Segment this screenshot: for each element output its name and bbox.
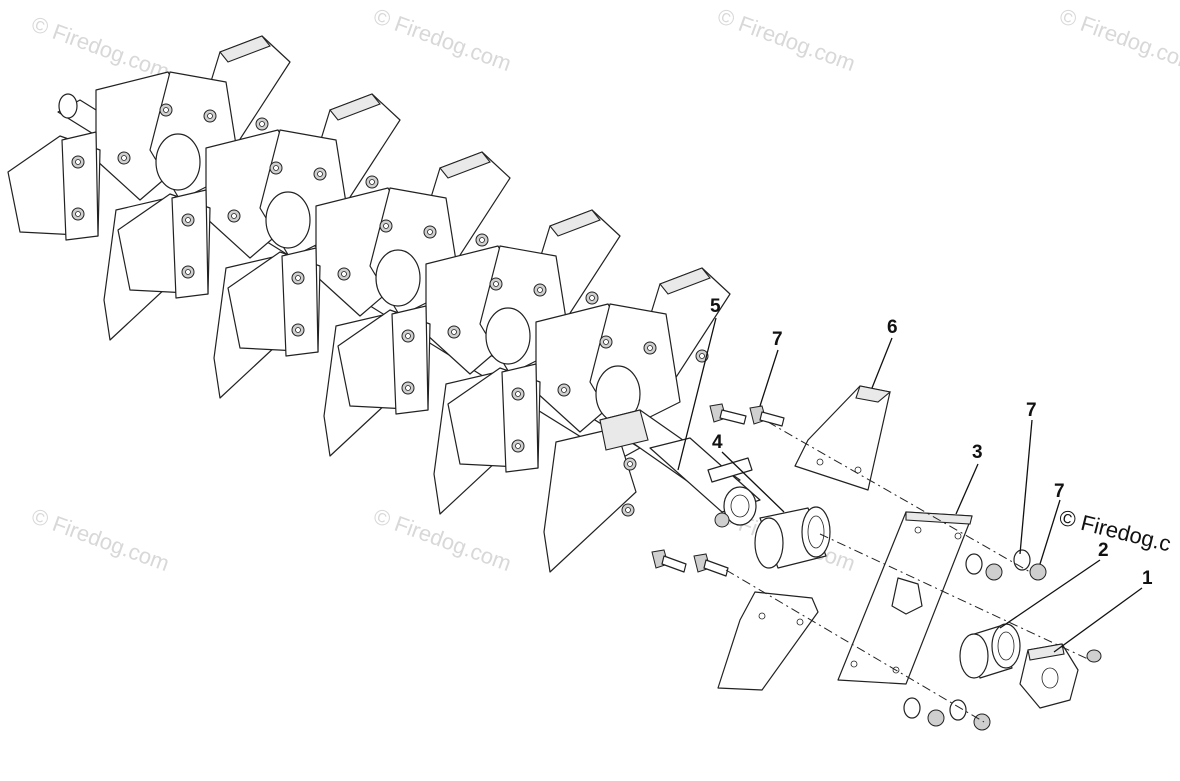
tine-assembly <box>447 267 731 573</box>
washer <box>949 699 967 721</box>
callout-2: 2 <box>1098 540 1109 561</box>
part-4-bushing <box>754 506 831 569</box>
part-1-end-nut <box>1019 643 1102 709</box>
nut <box>927 709 945 727</box>
tine-assemblies <box>7 35 731 573</box>
watermark: © Firedog.com <box>370 3 514 76</box>
part-7-bolts <box>651 403 785 577</box>
callout-7: 7 <box>1026 400 1037 421</box>
part-2-collar <box>959 623 1021 679</box>
callouts: 5 7 6 4 3 7 7 2 1 <box>710 296 1153 589</box>
bolt <box>749 405 785 427</box>
bolt <box>709 403 747 425</box>
callout-3: 3 <box>972 442 983 463</box>
lower-tine-blade <box>717 591 819 691</box>
assembly-lines <box>725 421 1091 723</box>
nut <box>973 713 991 731</box>
part-6-tine-blade <box>794 385 892 491</box>
watermark: © Firedog.com <box>28 11 172 84</box>
washer <box>903 697 921 719</box>
nut <box>985 563 1003 581</box>
watermark: © Firedog.com <box>28 503 172 576</box>
callout-6: 6 <box>887 317 898 338</box>
part-3-mounting-plate <box>837 511 973 685</box>
callout-1: 1 <box>1142 568 1153 589</box>
nut <box>1029 563 1047 581</box>
washers-nuts <box>903 549 1047 731</box>
watermark: © Firedog.com <box>714 3 858 76</box>
callout-7: 7 <box>772 329 783 350</box>
watermark: © Firedog.com <box>1056 3 1180 76</box>
callout-7: 7 <box>1054 481 1065 502</box>
callout-4: 4 <box>712 432 723 453</box>
part-5-hex-shaft <box>599 409 761 528</box>
callout-5: 5 <box>710 296 721 317</box>
leader-lines <box>677 317 1143 653</box>
washer <box>965 553 983 575</box>
bolt <box>693 553 729 577</box>
corner-watermark: © Firedog.c <box>1057 505 1174 557</box>
bolt <box>651 549 687 573</box>
watermark: © Firedog.com <box>370 503 514 576</box>
